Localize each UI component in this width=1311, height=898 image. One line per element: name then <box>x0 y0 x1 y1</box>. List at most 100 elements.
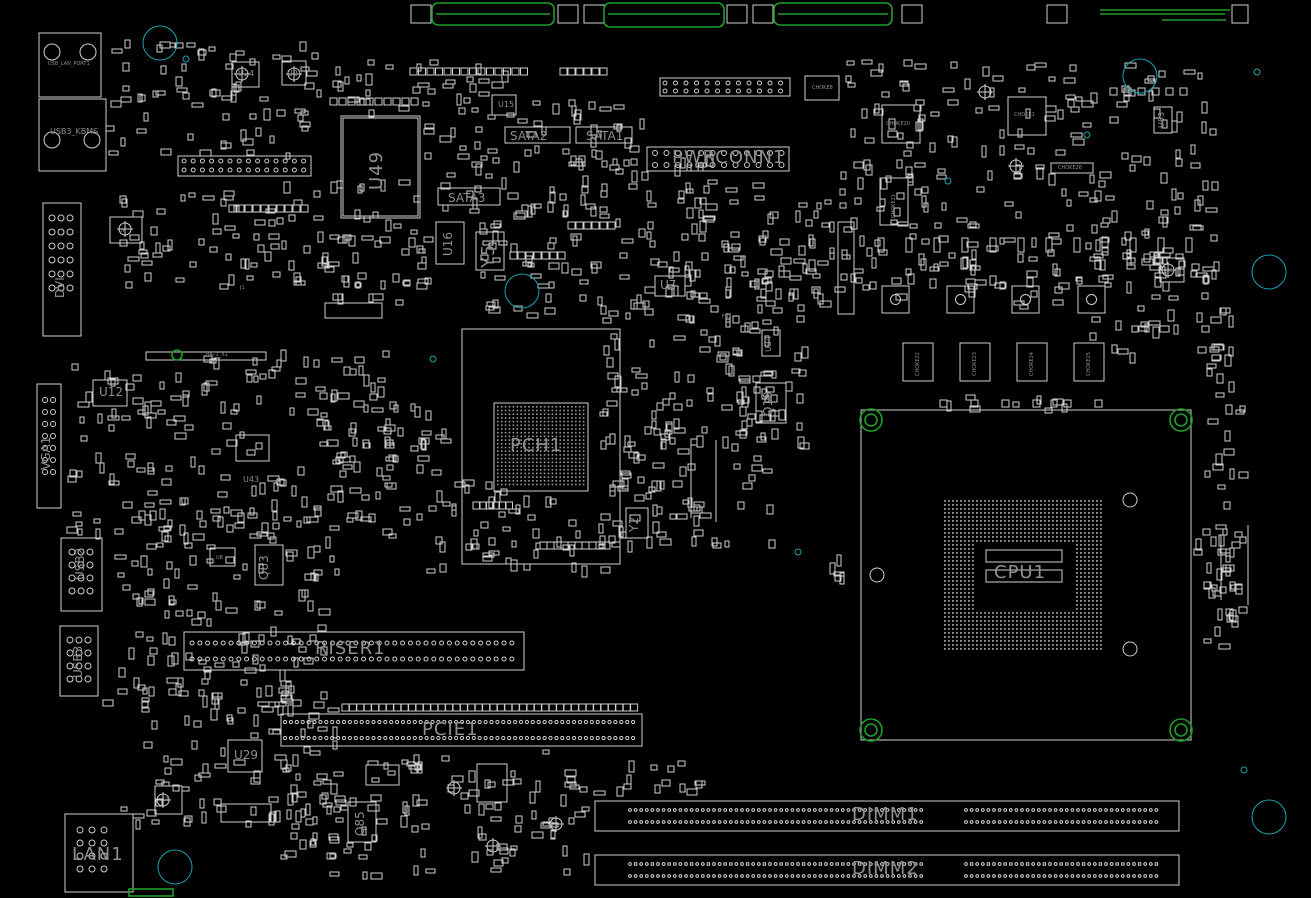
cpu-land <box>1036 528 1038 530</box>
cpu-land <box>952 512 954 514</box>
cpu-land <box>1060 540 1062 542</box>
cpu-land <box>944 520 946 522</box>
cpu-land <box>1040 508 1042 510</box>
cpu-land <box>1068 500 1070 502</box>
cpu-land <box>1012 536 1014 538</box>
passive-component <box>202 763 209 774</box>
cpu-land <box>1024 520 1026 522</box>
dimm-pin <box>969 808 974 812</box>
passive-component <box>182 394 189 407</box>
dimm-pin <box>896 874 901 878</box>
pcie-pin <box>513 735 518 741</box>
passive-component <box>1044 115 1056 122</box>
pch-ball <box>563 413 565 415</box>
header-pin <box>746 88 752 94</box>
cpu-land <box>964 560 966 562</box>
passive-component <box>896 159 903 169</box>
cpu-land <box>992 516 994 518</box>
cpu-land <box>1100 604 1102 606</box>
cpu-land <box>948 540 950 542</box>
cpu-land <box>1076 648 1078 650</box>
passive-component <box>1090 92 1098 104</box>
cpu-land <box>1076 548 1078 550</box>
passive-row <box>939 399 948 408</box>
passive-component <box>425 868 436 874</box>
cpu-land <box>1020 516 1022 518</box>
pch-ball <box>578 443 581 445</box>
passive-component <box>966 241 979 248</box>
dvi-pin <box>57 284 65 292</box>
dimm-pin <box>840 820 845 824</box>
passive-component <box>1082 122 1092 128</box>
dimm-pin <box>964 808 968 812</box>
cpu-land <box>1036 628 1038 630</box>
passive-component <box>731 243 741 251</box>
passive-component <box>918 114 926 122</box>
cpu-land <box>980 516 982 518</box>
cpu-land <box>1076 560 1078 562</box>
cpu-land <box>988 628 990 630</box>
passive-component <box>417 262 427 270</box>
dimm-pin <box>880 862 884 866</box>
passive-component <box>477 826 483 839</box>
passive-component <box>1158 252 1171 258</box>
passive-component <box>97 413 103 424</box>
cpu-land <box>1048 536 1050 538</box>
pch-ball <box>516 443 519 445</box>
cpu-land <box>960 588 962 590</box>
passive-component <box>857 177 864 190</box>
pch-ball <box>536 454 538 456</box>
pch-ball <box>532 443 534 445</box>
cpu-land <box>1084 576 1086 578</box>
dimm-pin <box>1036 820 1041 824</box>
passive-component <box>515 815 523 824</box>
pch-ball <box>512 439 515 441</box>
passive-component <box>1153 257 1164 264</box>
pch-ball <box>500 454 503 456</box>
riser-pin <box>509 640 515 646</box>
passive-component <box>138 510 146 521</box>
dimm-pin <box>779 820 784 824</box>
pcie-pin <box>400 735 406 741</box>
pch-ball <box>575 446 577 449</box>
cpu-land <box>1036 524 1038 526</box>
passive-component <box>371 407 384 413</box>
cpu-land <box>1084 548 1086 550</box>
cpu-land <box>1012 632 1014 634</box>
pch-ball <box>508 443 511 445</box>
passive-component <box>1223 501 1231 510</box>
dimm-pin <box>650 862 655 866</box>
passive-component <box>75 521 83 527</box>
passive-component <box>79 416 85 424</box>
pch-ball <box>508 476 511 478</box>
passive-component <box>795 210 801 223</box>
passive-component <box>778 409 786 421</box>
passive-component <box>179 524 186 536</box>
cpu-land <box>1040 636 1042 638</box>
passive-component <box>160 65 167 75</box>
passive-component <box>1124 62 1137 69</box>
pch-ball <box>555 450 558 452</box>
passive-component <box>840 273 848 281</box>
passive-component <box>665 286 673 298</box>
cpu-mount-ring <box>1174 413 1188 427</box>
passive-component <box>168 636 176 646</box>
cpu-land <box>1008 648 1010 650</box>
pch-ball <box>571 428 573 430</box>
passive-component <box>202 695 208 708</box>
pch-ball <box>555 439 558 441</box>
pch-ball <box>532 431 534 434</box>
cpu-land <box>1048 628 1050 630</box>
cpu-land <box>1008 540 1010 542</box>
pch-ball <box>547 420 550 423</box>
cpu-land <box>1064 636 1066 638</box>
dimm-pin <box>852 808 856 812</box>
passive-component <box>456 93 462 106</box>
cpu-land <box>1064 540 1066 542</box>
cpu-land <box>956 628 958 630</box>
pch-ball <box>551 428 554 430</box>
passive-component <box>263 108 271 121</box>
pch-ball <box>567 409 569 412</box>
passive-component <box>1099 259 1106 271</box>
cpu-land <box>952 556 954 558</box>
